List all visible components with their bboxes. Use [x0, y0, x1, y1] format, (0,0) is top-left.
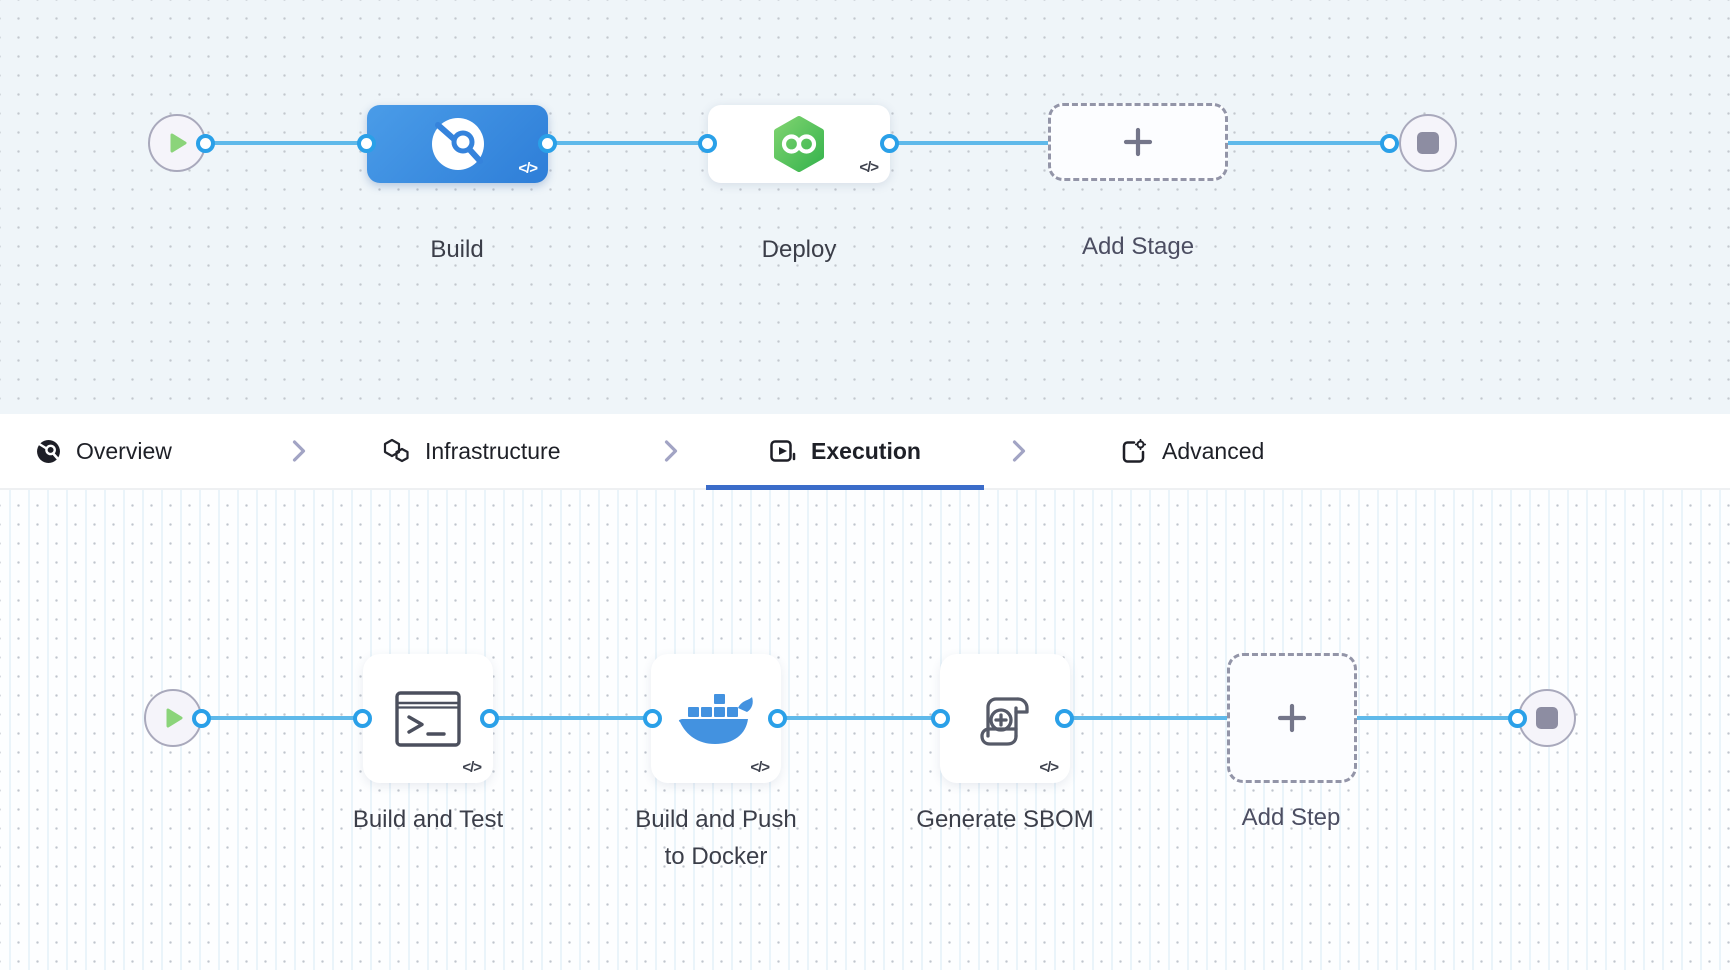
tab-overview[interactable]: Overview [36, 414, 172, 488]
pipeline-start-node[interactable] [148, 114, 206, 172]
add-step-label: Add Step [1241, 804, 1341, 831]
step-card-build-and-push-to-docker[interactable]: </> [651, 654, 781, 783]
active-tab-underline [706, 485, 984, 490]
port[interactable] [698, 134, 717, 153]
step-label-build-and-test: Build and Test [352, 806, 504, 833]
step-card-generate-sbom[interactable]: </> [940, 654, 1070, 783]
stage-config-tabbar: Overview Infrastructure Execution Advanc… [0, 414, 1730, 490]
tab-advanced[interactable]: Advanced [1120, 414, 1264, 488]
execution-canvas[interactable] [0, 490, 1730, 970]
connector [778, 716, 941, 720]
stage-canvas[interactable]: </> </> Build Deploy Add Stage [0, 0, 1730, 414]
stage-label-deploy: Deploy [761, 236, 837, 263]
code-badge[interactable]: </> [750, 759, 770, 776]
code-badge[interactable]: </> [462, 759, 482, 776]
port[interactable] [353, 709, 372, 728]
tab-label: Execution [811, 437, 921, 464]
infrastructure-icon [383, 438, 409, 463]
chevron-right-icon [664, 440, 678, 462]
tab-label: Infrastructure [425, 437, 561, 464]
stop-icon [1417, 132, 1439, 154]
add-stage-button[interactable] [1048, 103, 1228, 181]
port[interactable] [1508, 709, 1527, 728]
tab-execution[interactable]: Execution [706, 414, 984, 488]
plus-icon [1277, 703, 1307, 733]
port[interactable] [196, 134, 215, 153]
port[interactable] [1055, 709, 1074, 728]
docker-icon [678, 693, 753, 744]
execution-icon [770, 439, 796, 462]
chevron-right-icon [1012, 440, 1026, 462]
port[interactable] [768, 709, 787, 728]
ci-build-icon [431, 118, 484, 170]
stage-label-build: Build [430, 236, 484, 263]
code-badge[interactable]: </> [859, 159, 879, 176]
connector-start-to-build [206, 141, 367, 145]
step-card-build-and-test[interactable]: </> [363, 654, 493, 783]
execution-end-node[interactable] [1518, 689, 1576, 747]
code-badge[interactable]: </> [518, 160, 538, 177]
overview-icon [37, 439, 60, 463]
play-icon [170, 133, 187, 153]
add-stage-label: Add Stage [1081, 233, 1195, 260]
step-label-generate-sbom: Generate SBOM [916, 806, 1094, 833]
port[interactable] [192, 709, 211, 728]
port[interactable] [357, 134, 376, 153]
connector [202, 716, 363, 720]
play-icon [166, 708, 183, 728]
step-label-build-and-push-to-docker: Build and Push to Docker [635, 806, 797, 870]
add-step-button[interactable] [1227, 653, 1357, 783]
tab-label: Advanced [1162, 437, 1265, 464]
port[interactable] [643, 709, 662, 728]
cd-deploy-icon [774, 116, 824, 172]
code-badge[interactable]: </> [1039, 759, 1059, 776]
port[interactable] [538, 134, 557, 153]
plus-icon [1123, 127, 1153, 157]
stop-icon [1536, 707, 1558, 729]
stage-card-deploy[interactable]: </> [708, 105, 890, 183]
tab-label: Overview [76, 437, 172, 464]
port[interactable] [1380, 134, 1399, 153]
stage-card-build[interactable]: </> [367, 105, 548, 183]
tab-infrastructure[interactable]: Infrastructure [382, 414, 561, 488]
port[interactable] [931, 709, 950, 728]
port[interactable] [880, 134, 899, 153]
connector-build-to-deploy [548, 141, 708, 145]
pipeline-end-node[interactable] [1399, 114, 1457, 172]
connector [490, 716, 653, 720]
advanced-icon [1122, 438, 1147, 463]
chevron-right-icon [292, 440, 306, 462]
terminal-icon [395, 690, 461, 747]
sbom-scroll-icon [980, 696, 1029, 746]
port[interactable] [480, 709, 499, 728]
